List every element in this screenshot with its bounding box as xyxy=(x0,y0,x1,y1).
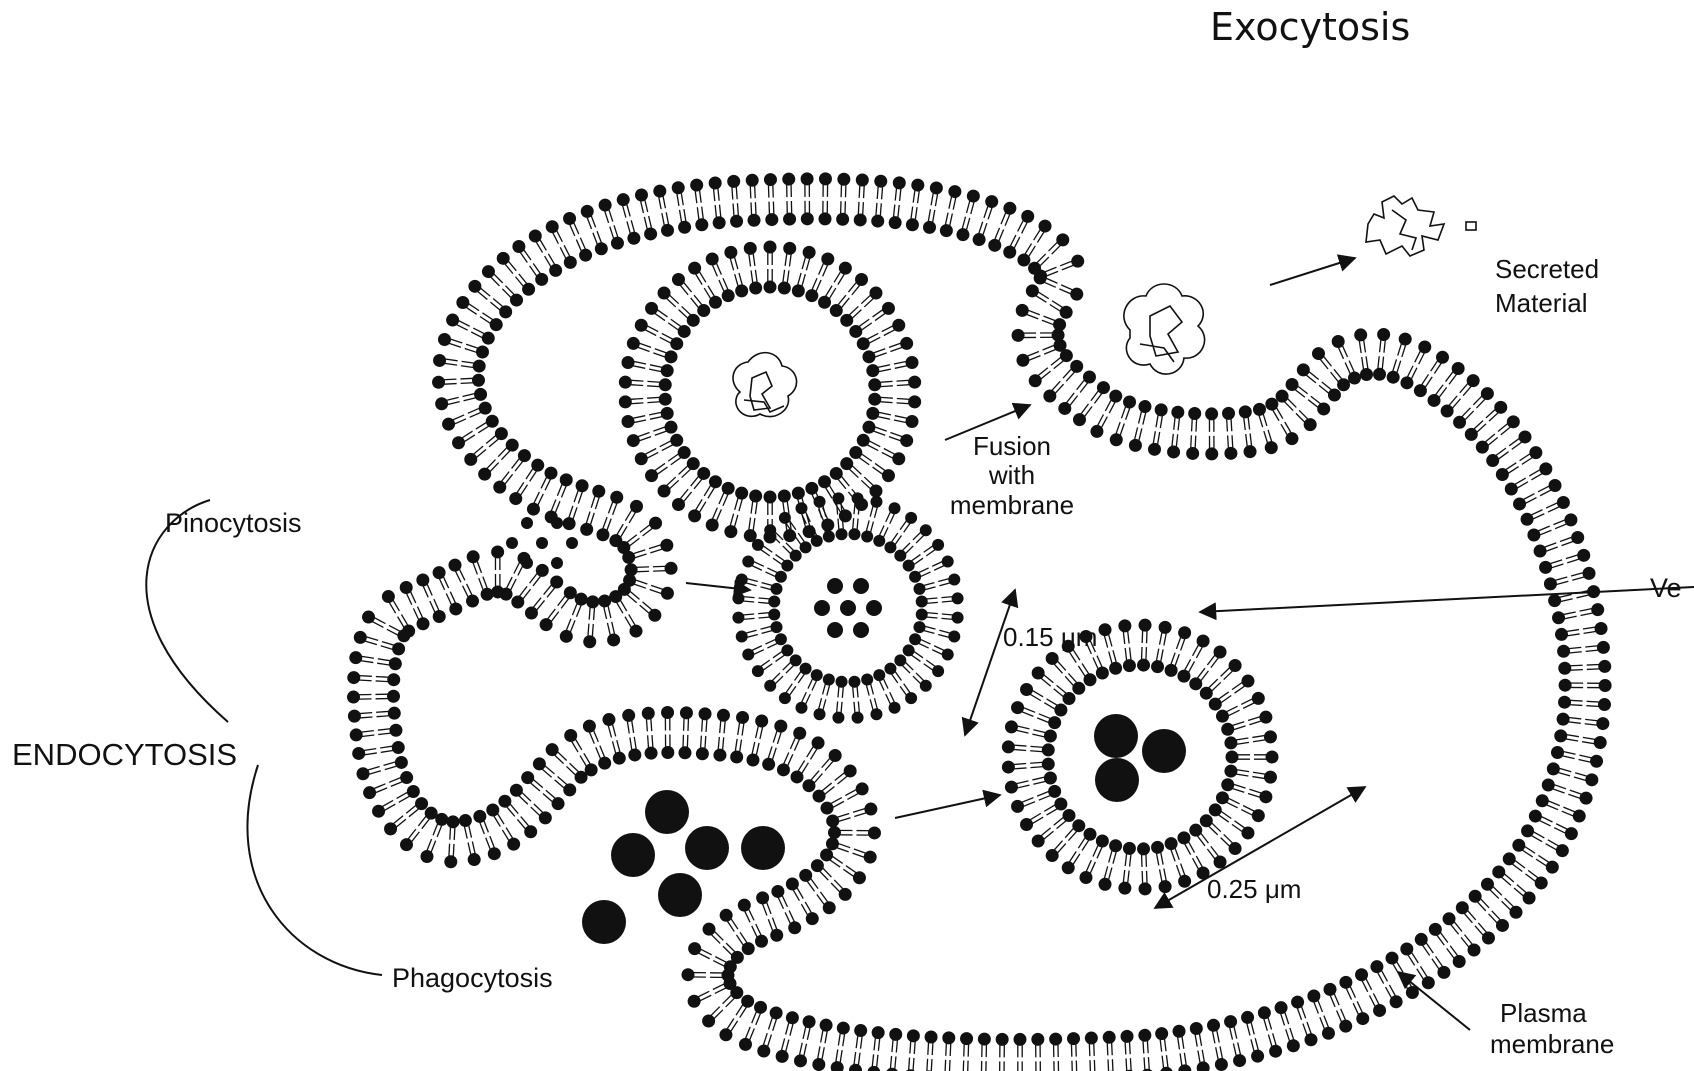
phagocytosis-bracket xyxy=(247,765,382,975)
plasma-membrane xyxy=(347,172,1612,1071)
size-small-label: 0.15 μm xyxy=(1003,622,1097,652)
cargo-in-vesicle xyxy=(733,353,797,417)
size-large-label: 0.25 μm xyxy=(1207,874,1301,904)
phagosome-membrane xyxy=(1002,619,1279,896)
secreted-label-1: Secreted xyxy=(1495,254,1599,284)
fusion-label-2: with xyxy=(988,460,1035,490)
fusion-label-3: membrane xyxy=(950,490,1074,520)
slide-title: Exocytosis xyxy=(1210,5,1410,49)
plasma-membrane-label-2: membrane xyxy=(1490,1029,1614,1059)
phagocytosis-particles xyxy=(582,790,785,944)
fusion-label-1: Fusion xyxy=(973,431,1051,461)
secreted-material-cargo xyxy=(1366,196,1476,256)
plasma-membrane-label-1: Plasma xyxy=(1500,998,1587,1028)
secretion-arrow xyxy=(1270,258,1355,285)
pinocytosis-label: Pinocytosis xyxy=(165,508,302,538)
pinocytic-vesicle-contents xyxy=(814,578,882,638)
phagosome-contents xyxy=(1094,714,1186,802)
labels: Secreted Material Fusion with membrane P… xyxy=(12,254,1682,1059)
vesicle-label-cut: Ve xyxy=(1650,573,1682,603)
size-small-arrow xyxy=(965,590,1015,735)
phagocytosis-label: Phagocytosis xyxy=(392,963,553,993)
endocytosis-label: ENDOCYTOSIS xyxy=(12,737,237,772)
phagocytosis-arrow xyxy=(895,795,1000,818)
secreted-label-2: Material xyxy=(1495,288,1587,318)
lipid-bilayers xyxy=(347,172,1612,1071)
cargo-fusing xyxy=(1124,284,1205,374)
vesicle-arrow xyxy=(1200,587,1694,612)
